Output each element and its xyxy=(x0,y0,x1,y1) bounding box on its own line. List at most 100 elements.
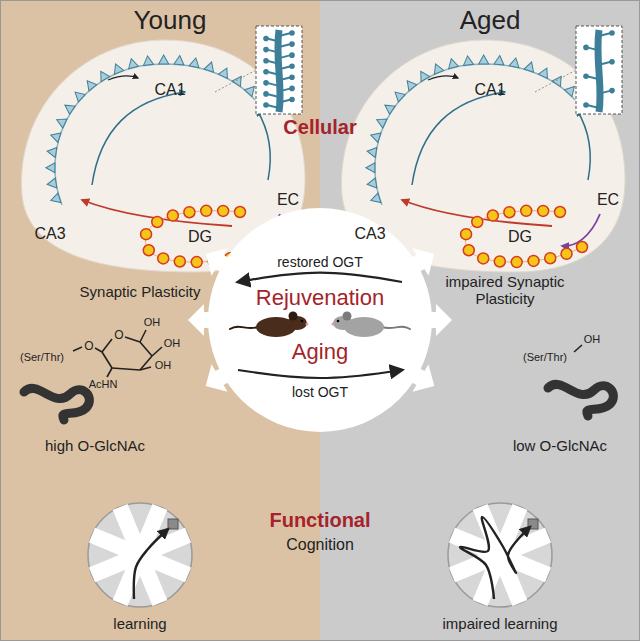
text-holder: Synaptic Plasticity xyxy=(80,283,201,300)
label: Cognition xyxy=(286,536,354,554)
bond xyxy=(107,368,112,377)
label: high O-GlcNAc xyxy=(45,437,145,454)
drawing-part xyxy=(392,88,405,101)
drawing-part xyxy=(267,72,279,75)
drawing-part xyxy=(289,63,295,69)
drawing-part xyxy=(609,88,615,94)
drawing-part xyxy=(279,44,291,47)
drawing-part xyxy=(599,91,611,94)
drawing-part xyxy=(267,61,279,64)
drawing-part xyxy=(599,33,611,36)
text-holder: restored OGT xyxy=(277,254,363,270)
drawing-part xyxy=(55,115,67,128)
drawing-part xyxy=(267,94,279,97)
drawing-part xyxy=(143,245,154,256)
text-holder: OH xyxy=(164,337,181,350)
drawing-part xyxy=(230,327,258,329)
drawing-part xyxy=(267,39,279,42)
drawing-part xyxy=(289,52,295,58)
drawing-part xyxy=(479,55,489,64)
drawing-part xyxy=(184,207,195,218)
drawing-part xyxy=(337,320,340,323)
drawing-part xyxy=(232,74,245,87)
drawing-part xyxy=(577,242,588,253)
text-holder: DG xyxy=(508,228,532,246)
label: OH xyxy=(155,359,172,372)
drawing-part xyxy=(279,77,291,80)
text-holder: EC xyxy=(597,191,619,209)
label: OH xyxy=(164,337,181,350)
drawing-part xyxy=(263,69,269,75)
bond xyxy=(140,342,152,356)
text-holder: CA3 xyxy=(34,225,65,243)
drawing-part xyxy=(587,76,599,79)
drawing-part xyxy=(524,61,536,73)
drawing-part xyxy=(235,207,246,218)
drawing-part xyxy=(461,229,472,240)
text-holder: O xyxy=(114,329,123,343)
drawing-part xyxy=(538,205,549,216)
text-holder: OH xyxy=(584,333,601,346)
drawing-part xyxy=(545,253,556,264)
drawing-part xyxy=(583,45,589,51)
label: EC xyxy=(597,191,619,209)
drawing-part xyxy=(577,110,590,180)
drawing-part xyxy=(463,245,474,256)
drawing-part xyxy=(561,248,572,259)
text-holder: Functional xyxy=(269,509,370,532)
drawing-part xyxy=(403,78,416,91)
label: restored OGT xyxy=(277,254,363,270)
bond xyxy=(140,367,151,370)
bond xyxy=(95,348,102,352)
drawing-part xyxy=(218,205,229,216)
drawing-part xyxy=(521,205,532,216)
text-holder: low O-GlcNAc xyxy=(513,437,607,454)
drawing-part xyxy=(535,70,576,92)
text-holder: Rejuvenation xyxy=(256,285,384,310)
drawing-part xyxy=(191,257,202,268)
bond xyxy=(112,368,140,370)
text-holder: O xyxy=(84,340,93,354)
label: impaired Synaptic Plasticity xyxy=(430,273,580,308)
label: CA3 xyxy=(354,225,385,243)
label: (Ser/Thr) xyxy=(20,351,64,364)
drawing-part xyxy=(204,61,216,73)
text-holder: OH xyxy=(155,359,172,372)
ogt-arrow xyxy=(238,370,402,378)
text-holder: DG xyxy=(188,228,212,246)
drawing-part xyxy=(289,75,295,81)
drawing-part xyxy=(289,97,295,103)
drawing-part xyxy=(46,178,56,189)
text-holder: OH xyxy=(144,316,161,329)
drawing-part xyxy=(552,74,565,87)
drawing-part xyxy=(83,78,96,91)
label: OH xyxy=(144,316,161,329)
drawing-part xyxy=(55,64,255,205)
drawing-part xyxy=(279,55,291,58)
text-holder: Cellular xyxy=(283,116,356,139)
drawing-part xyxy=(583,73,589,79)
drawing-part xyxy=(263,47,269,53)
label: CA1 xyxy=(474,81,505,99)
mouse xyxy=(230,312,309,338)
bond xyxy=(125,337,140,342)
hippocampus xyxy=(341,26,625,272)
label: AcHN xyxy=(89,378,118,391)
drawing-part xyxy=(494,256,505,267)
drawing-part xyxy=(141,229,152,240)
process-word: Aging xyxy=(292,339,348,364)
drawing-part xyxy=(263,91,269,97)
drawing-part xyxy=(412,92,505,185)
drawing-part xyxy=(257,110,270,180)
drawing-part xyxy=(555,207,566,218)
bond xyxy=(102,352,112,368)
drawing-part xyxy=(92,92,185,185)
text-holder: EC xyxy=(277,191,299,209)
drawing-part xyxy=(49,193,61,205)
drawing-part xyxy=(201,205,212,216)
drawing-part xyxy=(174,256,185,267)
bond xyxy=(574,345,582,352)
label: OH xyxy=(584,333,601,346)
drawing-part xyxy=(448,503,552,607)
